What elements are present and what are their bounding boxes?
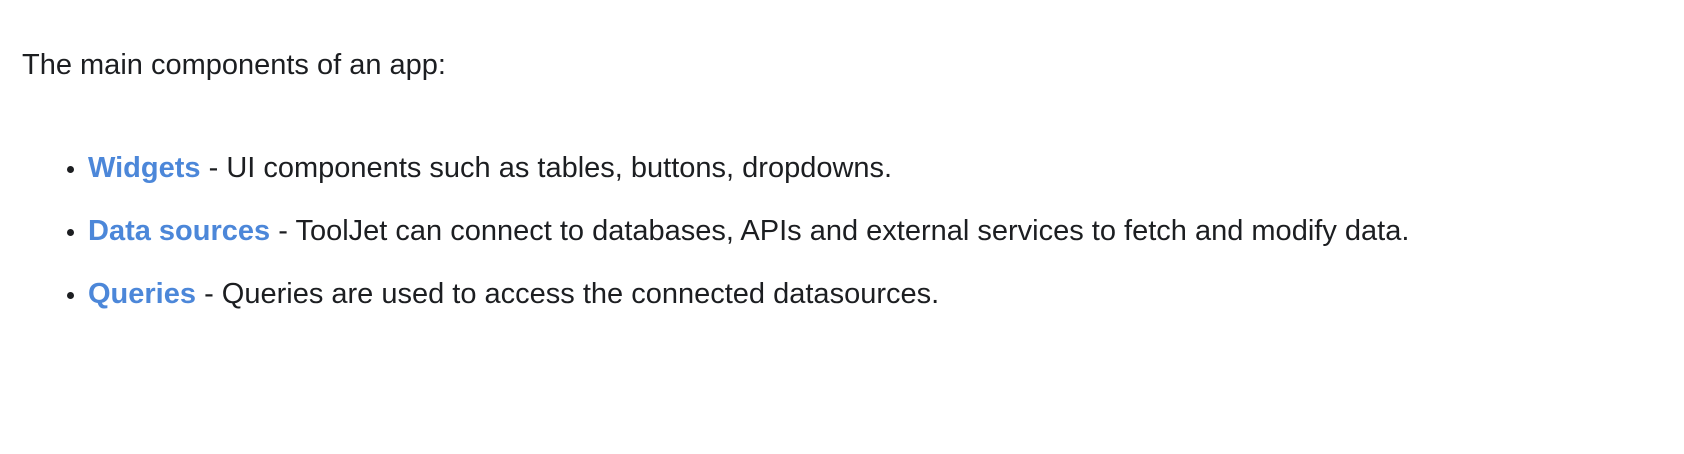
list-item-data-sources: Data sources - ToolJet can connect to da… — [88, 212, 1662, 250]
list-item-widgets: Widgets - UI components such as tables, … — [88, 149, 1662, 187]
intro-paragraph: The main components of an app: — [22, 49, 446, 81]
list-item-separator: - — [204, 278, 214, 310]
doc-content: The main components of an app: Widgets -… — [0, 0, 1684, 313]
data-sources-link[interactable]: Data sources — [88, 215, 271, 247]
widgets-link[interactable]: Widgets — [88, 152, 201, 184]
list-item-description: UI components such as tables, buttons, d… — [226, 152, 893, 184]
list-item-description: ToolJet can connect to databases, APIs a… — [295, 215, 1410, 247]
list-item-description: Queries are used to access the connected… — [221, 278, 940, 310]
queries-link[interactable]: Queries — [88, 278, 196, 310]
list-item-queries: Queries - Queries are used to access the… — [88, 275, 1662, 313]
components-list: Widgets - UI components such as tables, … — [22, 149, 1662, 313]
list-item-separator: - — [278, 215, 288, 247]
list-item-separator: - — [208, 152, 219, 184]
